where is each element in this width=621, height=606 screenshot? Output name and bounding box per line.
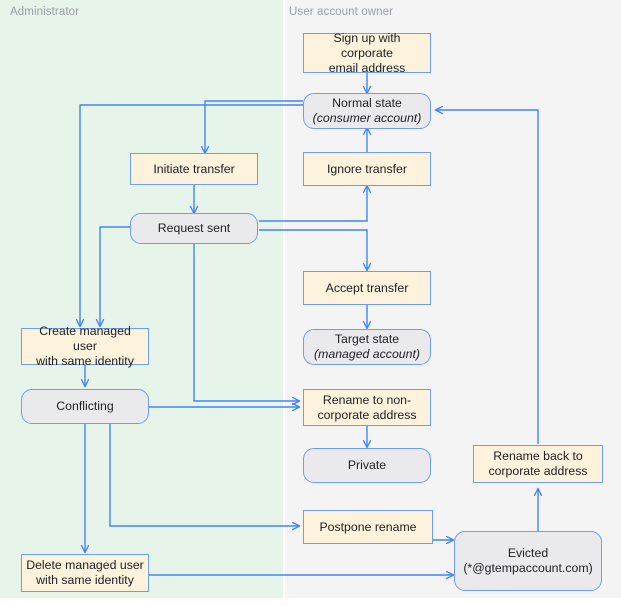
node-request-sent[interactable]: Request sent xyxy=(130,213,258,244)
node-conflicting-label: Conflicting xyxy=(56,399,114,413)
node-request-sent-label: Request sent xyxy=(157,221,231,235)
node-sign-up-line2: email address xyxy=(328,60,406,75)
swimlane-label-administrator: Administrator xyxy=(10,6,80,18)
node-private[interactable]: Private xyxy=(303,448,431,483)
node-create-managed-user[interactable]: Create managed user with same identity xyxy=(21,324,149,368)
node-evicted-line2: (*@gtempaccount.com) xyxy=(463,561,593,575)
node-sign-up[interactable]: Sign up with corporate email address xyxy=(303,30,431,75)
node-delete-managed-user-line1: Delete managed user xyxy=(26,558,144,572)
node-create-managed-user-line1: Create managed user xyxy=(39,324,131,353)
node-sign-up-line1: Sign up with corporate xyxy=(333,30,401,60)
node-ignore-transfer[interactable]: Ignore transfer xyxy=(303,152,431,186)
node-target-state[interactable]: Target state (managed account) xyxy=(303,329,431,365)
node-initiate-transfer-label: Initiate transfer xyxy=(153,161,235,176)
node-rename-back-to-corporate-line2: corporate address xyxy=(488,464,588,478)
node-rename-to-non-corporate-line2: corporate address xyxy=(317,407,417,422)
node-rename-back-to-corporate-line1: Rename back to xyxy=(493,449,583,463)
node-accept-transfer-label: Accept transfer xyxy=(325,280,409,295)
node-create-managed-user-line2: with same identity xyxy=(36,354,134,368)
node-accept-transfer[interactable]: Accept transfer xyxy=(303,271,431,305)
node-initiate-transfer[interactable]: Initiate transfer xyxy=(130,153,258,185)
node-normal-state[interactable]: Normal state (consumer account) xyxy=(303,93,431,129)
node-postpone-rename[interactable]: Postpone rename xyxy=(303,510,433,544)
node-delete-managed-user-line2: with same identity xyxy=(36,573,134,587)
node-conflicting[interactable]: Conflicting xyxy=(21,389,149,424)
node-rename-to-non-corporate[interactable]: Rename to non- corporate address xyxy=(303,389,431,426)
node-ignore-transfer-label: Ignore transfer xyxy=(327,161,407,176)
swimlane-administrator xyxy=(0,0,283,598)
node-delete-managed-user[interactable]: Delete managed user with same identity xyxy=(21,554,149,592)
node-target-state-line2: (managed account) xyxy=(314,347,420,361)
node-target-state-line1: Target state xyxy=(334,332,400,346)
node-normal-state-line1: Normal state xyxy=(332,96,402,110)
swimlane-label-user-account-owner: User account owner xyxy=(289,6,394,18)
node-postpone-rename-label: Postpone rename xyxy=(319,519,417,534)
node-rename-to-non-corporate-line1: Rename to non- xyxy=(322,392,412,407)
node-evicted-line1: Evicted xyxy=(507,546,549,560)
node-normal-state-line2: (consumer account) xyxy=(312,111,422,125)
node-evicted[interactable]: Evicted (*@gtempaccount.com) xyxy=(454,531,602,591)
node-private-label: Private xyxy=(347,458,387,472)
node-rename-back-to-corporate[interactable]: Rename back to corporate address xyxy=(473,445,603,483)
